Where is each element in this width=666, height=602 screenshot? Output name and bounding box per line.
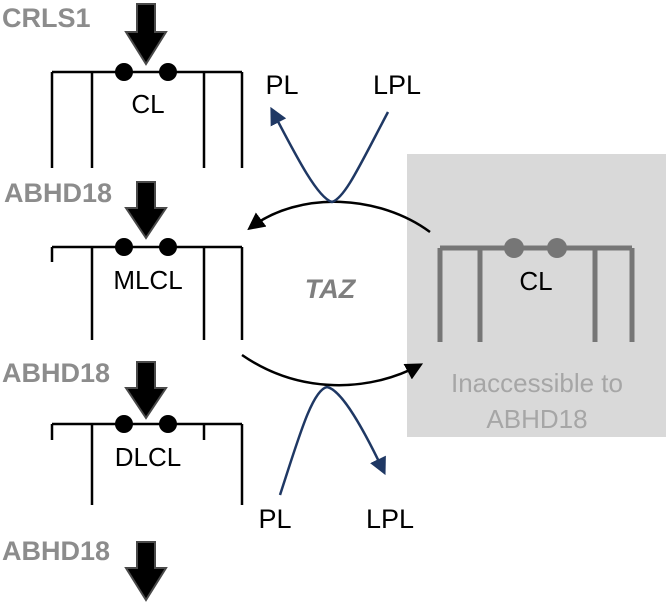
phosphate-dot xyxy=(115,238,133,256)
down-arrow-icon xyxy=(124,3,168,66)
down-arrow-icon xyxy=(124,181,168,240)
molecule-label-dlcl: DLCL xyxy=(115,442,181,472)
curved-arrow-icon xyxy=(278,385,386,496)
enzyme-label-crls1: CRLS1 xyxy=(2,3,91,33)
taz-label: TAZ xyxy=(305,274,357,304)
molecule-label-mlcl: MLCL xyxy=(113,265,182,295)
inaccessible-text-line2: ABHD18 xyxy=(486,404,587,434)
molecule-label-inaccessible-cl: CL xyxy=(519,266,552,296)
inaccessible-text-line1: Inaccessible to xyxy=(451,368,623,398)
curved-arrow-icon xyxy=(241,353,424,387)
mlcl-structure xyxy=(50,245,244,340)
phosphate-dot xyxy=(504,238,524,258)
top-substrate-label: LPL xyxy=(373,70,421,100)
phosphate-dot xyxy=(115,415,133,433)
phosphate-dot xyxy=(547,238,567,258)
enzyme-label-abhd18: ABHD18 xyxy=(2,358,110,388)
down-arrow-icon xyxy=(124,541,168,602)
down-arrow-icon xyxy=(124,361,168,420)
molecule-label-cl: CL xyxy=(131,89,164,119)
phosphate-dot xyxy=(159,238,177,256)
enzyme-label-abhd18: ABHD18 xyxy=(2,536,110,566)
curved-arrow-icon xyxy=(247,200,431,234)
enzyme-label-abhd18: ABHD18 xyxy=(4,178,112,208)
dlcl-structure xyxy=(50,422,244,505)
bottom-product-label: LPL xyxy=(366,504,414,534)
top-product-label: PL xyxy=(265,70,298,100)
inaccessible-cl-structure xyxy=(437,245,635,342)
inaccessible-panel xyxy=(407,154,666,437)
phosphate-dot xyxy=(159,63,177,81)
curved-arrow-icon xyxy=(270,106,390,204)
phosphate-dot xyxy=(159,415,177,433)
bottom-substrate-label: PL xyxy=(258,504,291,534)
cl-structure xyxy=(50,70,244,168)
phosphate-dot xyxy=(115,63,133,81)
